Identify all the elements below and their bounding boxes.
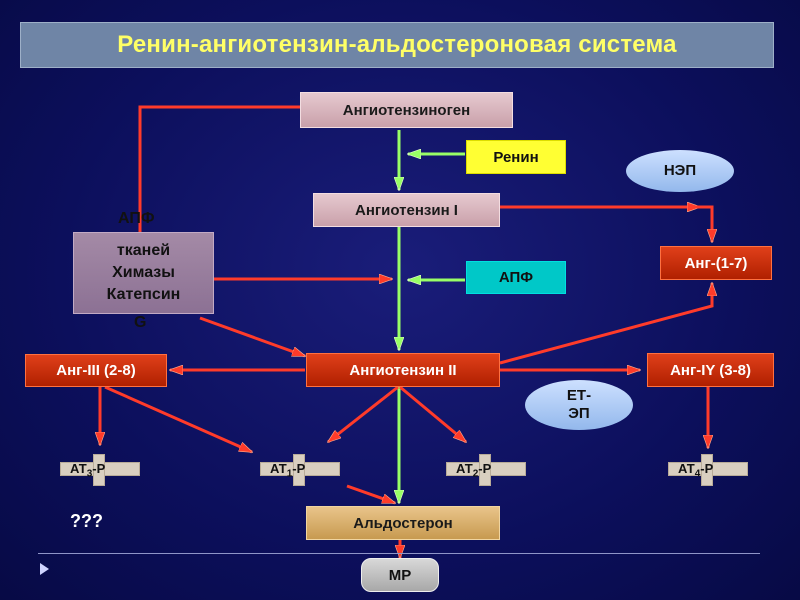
next-slide-icon[interactable] bbox=[40, 563, 49, 575]
page-title: Ренин-ангиотензин-альдостероновая систем… bbox=[20, 22, 774, 68]
arrow-ang2-to-ang17 bbox=[499, 283, 712, 365]
node-angiotensin-2: Ангиотензин II bbox=[306, 353, 500, 387]
node-angiotensin-1-label: Ангиотензин I bbox=[355, 201, 458, 219]
arrow-ang3-to-at1 bbox=[104, 385, 252, 454]
tissue-line-2: Химазы bbox=[112, 264, 175, 281]
tissue-apf-label: АПФ bbox=[118, 210, 155, 227]
receptor-at4-main: АТ bbox=[678, 461, 695, 476]
node-mr-label: МР bbox=[388, 566, 412, 584]
receptor-at2-sub: 2 bbox=[472, 468, 479, 480]
arrow-ang2-to-at1 bbox=[328, 385, 399, 444]
node-et-ep: ЕТ- ЭП bbox=[525, 380, 633, 430]
node-renin-label: Ренин bbox=[493, 148, 539, 166]
arrow-at1-to-aldosterone bbox=[346, 484, 395, 505]
receptor-at4-sub: 4 bbox=[694, 468, 701, 480]
node-angiotensinogen-label: Ангиотензиноген bbox=[342, 101, 471, 119]
receptor-at3-main: АТ bbox=[70, 461, 87, 476]
node-nep-label: НЭП bbox=[663, 162, 697, 179]
node-tissue-enzymes: тканей Химазы Катепсин bbox=[73, 232, 214, 314]
node-angiotensin-1: Ангиотензин I bbox=[313, 193, 500, 227]
arrow-angiotensinogen-to-tissue bbox=[138, 105, 300, 232]
tissue-tail-label: G bbox=[134, 314, 147, 331]
node-angiotensin-2-label: Ангиотензин II bbox=[349, 361, 457, 379]
node-et-ep-label: ЕТ- ЭП bbox=[566, 387, 592, 422]
unknown-receptor-label: ??? bbox=[70, 511, 103, 531]
node-ang-4: Анг-IY (3-8) bbox=[647, 353, 774, 387]
receptor-at1-sub: 1 bbox=[286, 468, 293, 480]
node-ang-1-7-label: Анг-(1-7) bbox=[684, 254, 748, 272]
node-aldosterone-label: Альдостерон bbox=[353, 514, 453, 532]
node-ang-3: Анг-III (2-8) bbox=[25, 354, 167, 387]
receptor-at1-main: АТ bbox=[270, 461, 287, 476]
node-nep: НЭП bbox=[626, 150, 734, 192]
receptor-at2-suffix: -Р bbox=[478, 461, 492, 476]
receptor-at1-suffix: -Р bbox=[292, 461, 306, 476]
node-ang-4-label: Анг-IY (3-8) bbox=[670, 361, 751, 379]
node-mr: МР bbox=[361, 558, 439, 592]
arrow-tissue-to-ang2 bbox=[199, 316, 305, 358]
node-renin: Ренин bbox=[466, 140, 566, 174]
arrow-nep-to-ang17 bbox=[690, 205, 712, 242]
receptor-at4-suffix: -Р bbox=[700, 461, 714, 476]
receptor-at3-suffix: -Р bbox=[92, 461, 106, 476]
receptor-at2-main: АТ bbox=[456, 461, 473, 476]
receptor-at3-sub: 3 bbox=[86, 468, 93, 480]
node-apf-label: АПФ bbox=[498, 269, 534, 286]
node-apf: АПФ bbox=[466, 261, 566, 294]
node-ang-1-7: Анг-(1-7) bbox=[660, 246, 772, 280]
arrow-ang2-to-at2 bbox=[399, 385, 466, 442]
node-angiotensinogen: Ангиотензиноген bbox=[300, 92, 513, 128]
slide-divider bbox=[38, 553, 760, 554]
tissue-line-3: Катепсин bbox=[106, 286, 181, 303]
node-ang-3-label: Анг-III (2-8) bbox=[56, 362, 136, 379]
node-aldosterone: Альдостерон bbox=[306, 506, 500, 540]
tissue-line-1: тканей bbox=[116, 242, 171, 259]
